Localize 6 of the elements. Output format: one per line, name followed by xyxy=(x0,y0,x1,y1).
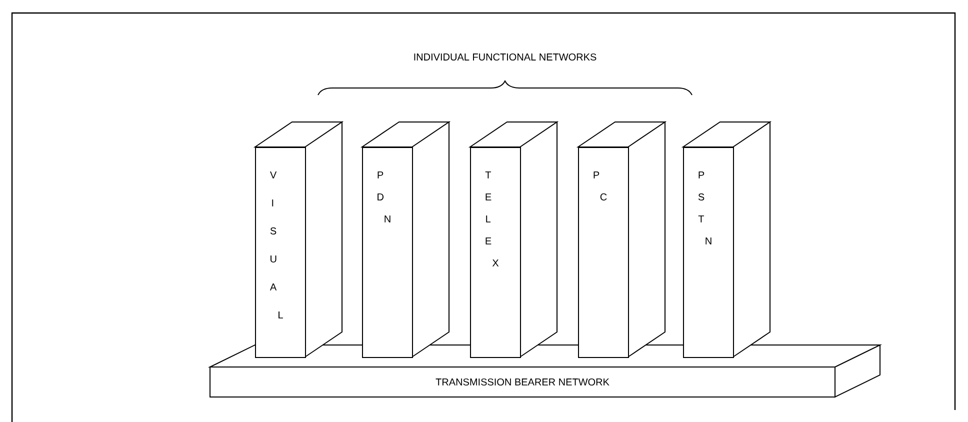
network-column: PSTN xyxy=(682,121,772,358)
heading: INDIVIDUAL FUNCTIONAL NETWORKS xyxy=(414,53,596,61)
network-column: PC xyxy=(578,121,667,358)
network-column: PDN xyxy=(362,121,451,358)
network-column: VISUAL xyxy=(254,121,344,358)
network-column: TELEX xyxy=(470,121,559,358)
